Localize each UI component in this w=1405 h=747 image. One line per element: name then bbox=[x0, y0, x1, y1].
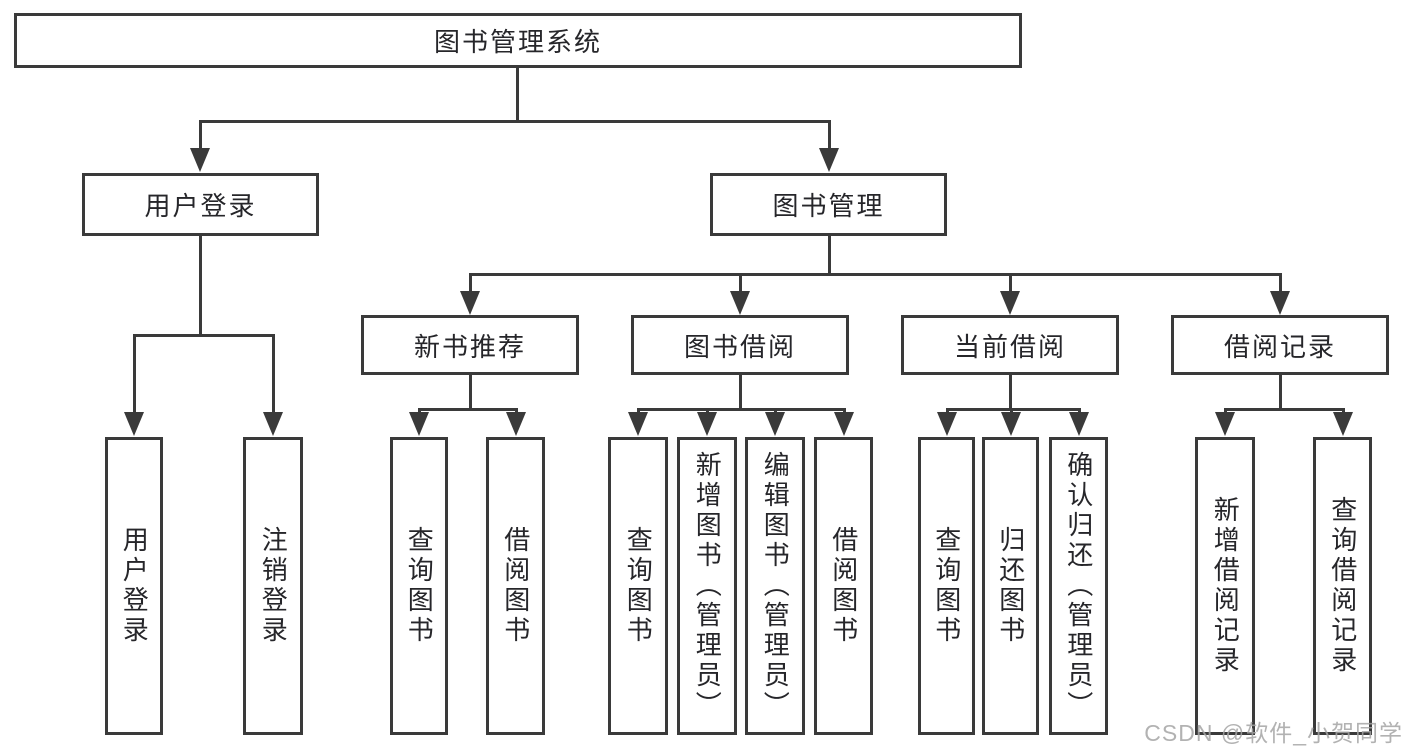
connector-level2-bar bbox=[198, 120, 831, 123]
leaf-cb-return-books-label: 归还图书 bbox=[995, 526, 1026, 646]
connector-records-bar bbox=[1223, 408, 1345, 411]
leaf-bb-borrow-books-label: 借阅图书 bbox=[828, 526, 859, 646]
node-current-borrowing: 当前借阅 bbox=[901, 315, 1119, 375]
arrowhead-down-icon bbox=[1069, 412, 1089, 436]
connector-level3-drop bbox=[468, 273, 472, 295]
connector-user-login-bar bbox=[132, 334, 275, 337]
connector-root-stem bbox=[515, 66, 519, 120]
connector-current-bar bbox=[945, 408, 1081, 411]
node-root-label: 图书管理系统 bbox=[433, 27, 602, 57]
connector-user-login-drop bbox=[198, 120, 202, 152]
node-book-borrowing: 图书借阅 bbox=[631, 315, 849, 375]
arrowhead-down-icon bbox=[1001, 412, 1021, 436]
arrowhead-down-icon bbox=[697, 412, 717, 436]
connector-book-mgmt-stem bbox=[827, 234, 831, 273]
connector-level3-drop bbox=[738, 273, 742, 295]
arrowhead-down-icon bbox=[1000, 291, 1020, 315]
connector-user-login-stem bbox=[198, 234, 202, 334]
arrowhead-down-icon bbox=[190, 148, 210, 172]
arrowhead-down-icon bbox=[834, 412, 854, 436]
connector-leaf-drop bbox=[271, 334, 275, 414]
node-current-borrowing-label: 当前借阅 bbox=[953, 331, 1066, 362]
leaf-bb-add-books-admin: 新增图书（管理员） bbox=[677, 437, 737, 735]
leaf-nb-query-books-label: 查询图书 bbox=[404, 526, 435, 646]
arrowhead-down-icon bbox=[409, 412, 429, 436]
arrowhead-down-icon bbox=[730, 291, 750, 315]
arrowhead-down-icon bbox=[1333, 412, 1353, 436]
arrowhead-down-icon bbox=[263, 412, 283, 436]
connector-new-book-stem bbox=[468, 373, 472, 408]
arrowhead-down-icon bbox=[124, 412, 144, 436]
connector-records-stem bbox=[1278, 373, 1282, 408]
node-new-book-recommend: 新书推荐 bbox=[361, 315, 579, 375]
node-root: 图书管理系统 bbox=[14, 13, 1022, 68]
leaf-user-login: 用户登录 bbox=[105, 437, 163, 735]
arrowhead-down-icon bbox=[1215, 412, 1235, 436]
leaf-bb-edit-books-admin-label: 编辑图书（管理员） bbox=[760, 451, 791, 721]
leaf-bb-edit-books-admin: 编辑图书（管理员） bbox=[745, 437, 805, 735]
leaf-cb-confirm-return-admin: 确认归还（管理员） bbox=[1049, 437, 1108, 735]
arrowhead-down-icon bbox=[1270, 291, 1290, 315]
leaf-br-add-record: 新增借阅记录 bbox=[1195, 437, 1255, 735]
leaf-nb-borrow-books: 借阅图书 bbox=[486, 437, 545, 735]
leaf-nb-borrow-books-label: 借阅图书 bbox=[500, 526, 531, 646]
leaf-br-query-record-label: 查询借阅记录 bbox=[1327, 496, 1358, 676]
node-book-management: 图书管理 bbox=[710, 173, 947, 236]
leaf-br-add-record-label: 新增借阅记录 bbox=[1210, 496, 1241, 676]
connector-leaf-drop bbox=[132, 334, 136, 414]
connector-book-mgmt-drop bbox=[827, 120, 831, 152]
leaf-cb-return-books: 归还图书 bbox=[982, 437, 1039, 735]
leaf-bb-query-books: 查询图书 bbox=[608, 437, 668, 735]
connector-level3-bar bbox=[468, 273, 1282, 276]
connector-borrow-bar bbox=[636, 408, 846, 411]
arrowhead-down-icon bbox=[628, 412, 648, 436]
leaf-cb-confirm-return-admin-label: 确认归还（管理员） bbox=[1063, 451, 1094, 721]
arrowhead-down-icon bbox=[937, 412, 957, 436]
connector-current-stem bbox=[1008, 373, 1012, 408]
connector-new-book-bar bbox=[417, 408, 518, 411]
node-borrowing-records: 借阅记录 bbox=[1171, 315, 1389, 375]
leaf-br-query-record: 查询借阅记录 bbox=[1313, 437, 1372, 735]
watermark: CSDN @软件_小贺同学 bbox=[1144, 720, 1403, 746]
leaf-bb-query-books-label: 查询图书 bbox=[623, 526, 654, 646]
leaf-nb-query-books: 查询图书 bbox=[390, 437, 448, 735]
leaf-bb-borrow-books: 借阅图书 bbox=[814, 437, 873, 735]
node-book-management-label: 图书管理 bbox=[772, 191, 885, 221]
node-borrowing-records-label: 借阅记录 bbox=[1223, 331, 1336, 362]
leaf-logout-label: 注销登录 bbox=[258, 526, 289, 646]
arrowhead-down-icon bbox=[765, 412, 785, 436]
node-user-login-label: 用户登录 bbox=[144, 191, 257, 221]
node-user-login: 用户登录 bbox=[82, 173, 319, 236]
connector-level3-drop bbox=[1278, 273, 1282, 295]
arrowhead-down-icon bbox=[460, 291, 480, 315]
arrowhead-down-icon bbox=[819, 148, 839, 172]
connector-level3-drop bbox=[1008, 273, 1012, 295]
leaf-user-login-label: 用户登录 bbox=[119, 526, 150, 646]
connector-borrow-stem bbox=[738, 373, 742, 408]
node-new-book-recommend-label: 新书推荐 bbox=[413, 331, 526, 362]
leaf-cb-query-books: 查询图书 bbox=[918, 437, 975, 735]
leaf-logout: 注销登录 bbox=[243, 437, 303, 735]
leaf-bb-add-books-admin-label: 新增图书（管理员） bbox=[692, 451, 723, 721]
arrowhead-down-icon bbox=[506, 412, 526, 436]
node-book-borrowing-label: 图书借阅 bbox=[683, 331, 796, 362]
leaf-cb-query-books-label: 查询图书 bbox=[931, 526, 962, 646]
